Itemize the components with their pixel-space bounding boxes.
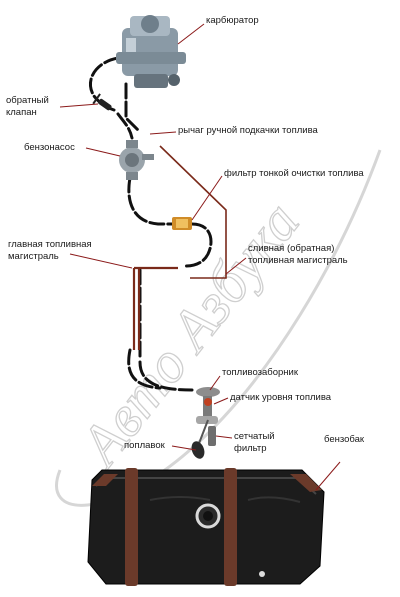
label-level-sensor: датчик уровня топлива bbox=[230, 392, 332, 403]
fuel-tank-icon bbox=[87, 468, 325, 586]
float-arm bbox=[197, 419, 209, 447]
label-return-line-1: сливная (обратная) bbox=[248, 243, 335, 254]
hose-return-lower bbox=[127, 348, 162, 390]
leader-mesh-filter bbox=[215, 435, 233, 439]
leader-fuel-pump bbox=[85, 147, 121, 157]
label-fuel-pump: бензонасос bbox=[24, 142, 75, 153]
label-return-line-2: топливная магистраль bbox=[248, 255, 348, 266]
leader-primer-lever bbox=[149, 131, 177, 135]
leader-check-valve bbox=[59, 103, 99, 108]
leader-fuel-intake bbox=[209, 375, 221, 391]
leader-carburetor bbox=[177, 23, 205, 45]
label-float: поплавок bbox=[124, 440, 165, 451]
label-main-line-1: главная топливная bbox=[8, 239, 92, 250]
float-icon bbox=[191, 441, 205, 459]
hose-main-to-intake bbox=[138, 360, 194, 392]
label-mesh-filter-1: сетчатый bbox=[234, 431, 275, 442]
leader-level-sensor bbox=[213, 397, 229, 405]
leader-tank bbox=[315, 461, 341, 491]
main-fuel-line bbox=[132, 266, 178, 350]
label-primer-lever: рычаг ручной подкачки топлива bbox=[178, 125, 318, 136]
fine-filter-icon bbox=[172, 217, 192, 230]
return-fuel-line bbox=[159, 145, 227, 279]
label-mesh-filter-2: фильтр bbox=[234, 443, 267, 454]
label-fuel-intake: топливозаборник bbox=[222, 367, 298, 378]
leader-float bbox=[171, 445, 197, 451]
check-valve-icon bbox=[92, 93, 112, 111]
hose-filter-out bbox=[184, 222, 213, 268]
fuel-pump-icon bbox=[119, 140, 154, 180]
label-tank: бензобак bbox=[324, 434, 365, 445]
mesh-filter-icon bbox=[208, 426, 216, 446]
carburetor-icon bbox=[116, 15, 186, 88]
leader-main-line bbox=[69, 253, 133, 269]
hose-carb-down bbox=[124, 82, 140, 132]
hose-pump-to-filter bbox=[127, 176, 174, 226]
watermark-swoosh bbox=[55, 149, 382, 507]
leader-fine-filter bbox=[191, 175, 223, 221]
label-check-valve-2: клапан bbox=[6, 107, 37, 118]
label-fine-filter: фильтр тонкой очистки топлива bbox=[224, 168, 364, 179]
label-main-line-2: магистраль bbox=[8, 251, 59, 262]
hose-valve-to-pump bbox=[116, 112, 134, 140]
fuel-intake-assembly-icon bbox=[196, 387, 220, 424]
leader-lines bbox=[59, 23, 341, 491]
label-carburetor: карбюратор bbox=[206, 15, 259, 26]
label-check-valve-1: обратный bbox=[6, 95, 49, 106]
leader-return-line bbox=[225, 257, 247, 275]
